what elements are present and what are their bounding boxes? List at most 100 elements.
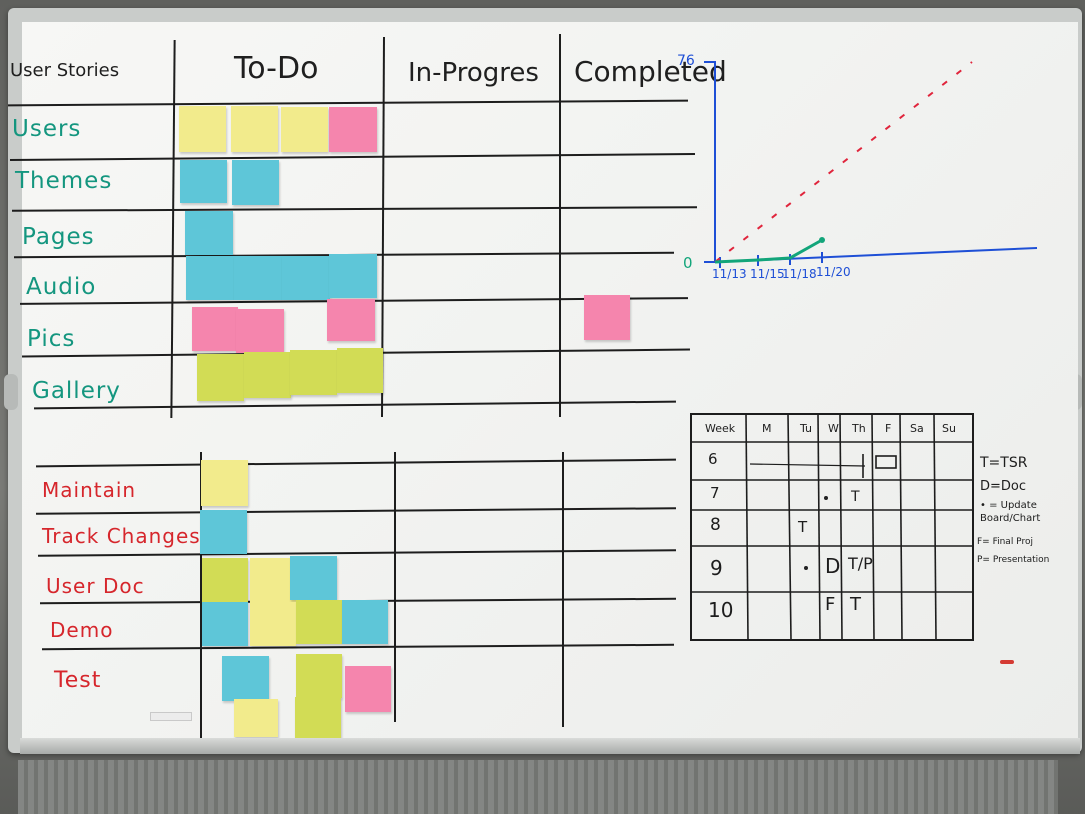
sticky-note[interactable] — [179, 106, 226, 152]
schedule-grid — [690, 413, 974, 641]
sticky-note[interactable] — [186, 256, 234, 300]
story-pages: Pages — [22, 224, 95, 250]
divider-bottom-progress-completed — [562, 452, 564, 727]
story-test: Test — [54, 668, 102, 693]
sticky-note[interactable] — [202, 558, 248, 602]
row-line — [36, 507, 676, 515]
burndown-x-tick: 11/13 — [712, 267, 747, 281]
story-users: Users — [12, 116, 82, 142]
legend-update: • = Update Board/Chart — [980, 500, 1041, 524]
story-maintain: Maintain — [42, 478, 137, 502]
story-audio: Audio — [26, 274, 97, 300]
schedule-header-fri: F — [885, 422, 892, 435]
header-completed: Completed — [574, 55, 727, 88]
sticky-note[interactable] — [231, 106, 278, 152]
row-line — [8, 99, 688, 107]
story-user-doc: User Doc — [46, 574, 145, 598]
radiator-vent — [18, 760, 1058, 814]
sticky-note[interactable] — [282, 256, 330, 300]
sticky-note[interactable] — [180, 160, 227, 203]
sticky-note[interactable] — [236, 309, 284, 353]
sticky-note[interactable] — [337, 348, 383, 393]
sticky-note[interactable] — [345, 666, 391, 712]
burndown-chart — [704, 61, 1038, 268]
ideal-burndown-line — [714, 61, 973, 263]
header-todo: To-Do — [234, 51, 319, 86]
story-themes: Themes — [15, 168, 113, 194]
marker-cap[interactable] — [1000, 660, 1014, 664]
sticky-note[interactable] — [584, 295, 630, 340]
row-line — [10, 153, 695, 161]
legend-doc: D=Doc — [980, 479, 1027, 494]
schedule-week-9: 9 — [710, 556, 723, 580]
sticky-note[interactable] — [234, 256, 282, 300]
sticky-note[interactable] — [281, 107, 328, 152]
schedule-header-week: Week — [705, 422, 736, 435]
legend-presentation: P= Presentation — [977, 555, 1050, 565]
sticky-note[interactable] — [296, 600, 342, 644]
row-line — [38, 549, 676, 557]
schedule-header-mon: M — [762, 422, 772, 435]
sticky-note[interactable] — [329, 254, 377, 298]
sticky-note[interactable] — [290, 556, 337, 600]
story-demo: Demo — [50, 618, 114, 642]
sticky-note[interactable] — [244, 352, 291, 398]
sticky-note[interactable] — [222, 656, 269, 701]
schedule-header-tue: Tu — [800, 422, 813, 435]
divider-stories-todo — [170, 39, 176, 419]
burndown-x-tick: 11/15 — [750, 267, 785, 281]
sticky-note[interactable] — [250, 602, 296, 646]
sticky-note[interactable] — [197, 354, 244, 401]
sticky-note[interactable] — [201, 460, 248, 506]
cell-week10-thu: T — [850, 594, 861, 615]
burndown-y-min: 0 — [683, 254, 693, 272]
schedule-week-7: 7 — [710, 484, 720, 502]
sticky-note[interactable] — [290, 350, 337, 395]
schedule-week-10: 10 — [708, 598, 734, 622]
header-user-stories: User Stories — [10, 60, 120, 81]
story-gallery: Gallery — [32, 378, 121, 404]
cell-week10-wed: F — [825, 594, 836, 615]
eraser[interactable] — [150, 712, 192, 721]
story-track-changes: Track Changes — [42, 524, 201, 548]
divider-bottom-todo-progress — [394, 452, 396, 722]
update-dot — [824, 496, 828, 500]
burndown-y-max: 76 — [677, 53, 695, 69]
schedule-header-wed: W — [828, 422, 839, 435]
divider-bottom-stories-todo — [200, 452, 202, 740]
sticky-note[interactable] — [250, 558, 296, 602]
header-in-progress: In-Progres — [408, 58, 539, 88]
sticky-note[interactable] — [295, 697, 341, 739]
sticky-note[interactable] — [192, 307, 238, 351]
schedule-header-thu: Th — [852, 422, 866, 435]
sticky-note[interactable] — [342, 600, 388, 644]
legend-tsr: T=TSR — [980, 455, 1028, 471]
schedule-header-sun: Su — [942, 422, 956, 435]
schedule-week-6: 6 — [708, 450, 718, 468]
sticky-note[interactable] — [296, 654, 342, 698]
sticky-note[interactable] — [329, 107, 377, 152]
cell-week9-wed: D — [825, 554, 841, 578]
whiteboard-surface: User Stories To-Do In-Progres Completed … — [8, 22, 1078, 740]
row-line — [36, 458, 676, 468]
sticky-note[interactable] — [185, 211, 233, 255]
legend-final: F= Final Proj — [977, 537, 1033, 547]
burndown-x-tick: 11/18 — [782, 267, 817, 281]
update-dot — [804, 566, 808, 570]
schedule-header-sat: Sa — [910, 422, 924, 435]
sticky-note[interactable] — [202, 602, 248, 646]
story-pics: Pics — [27, 326, 76, 352]
sticky-note[interactable] — [327, 299, 375, 341]
left-bracket — [4, 374, 18, 410]
burndown-x-tick: 11/20 — [816, 265, 851, 279]
row-line — [11, 206, 698, 212]
schedule-week-8: 8 — [710, 515, 721, 535]
sticky-note[interactable] — [232, 160, 279, 205]
marker-tray — [20, 738, 1080, 754]
sticky-note[interactable] — [200, 510, 247, 554]
progress-marker — [819, 237, 825, 243]
sticky-note[interactable] — [234, 699, 278, 737]
divider-progress-completed — [559, 34, 561, 417]
row-line — [34, 400, 676, 410]
